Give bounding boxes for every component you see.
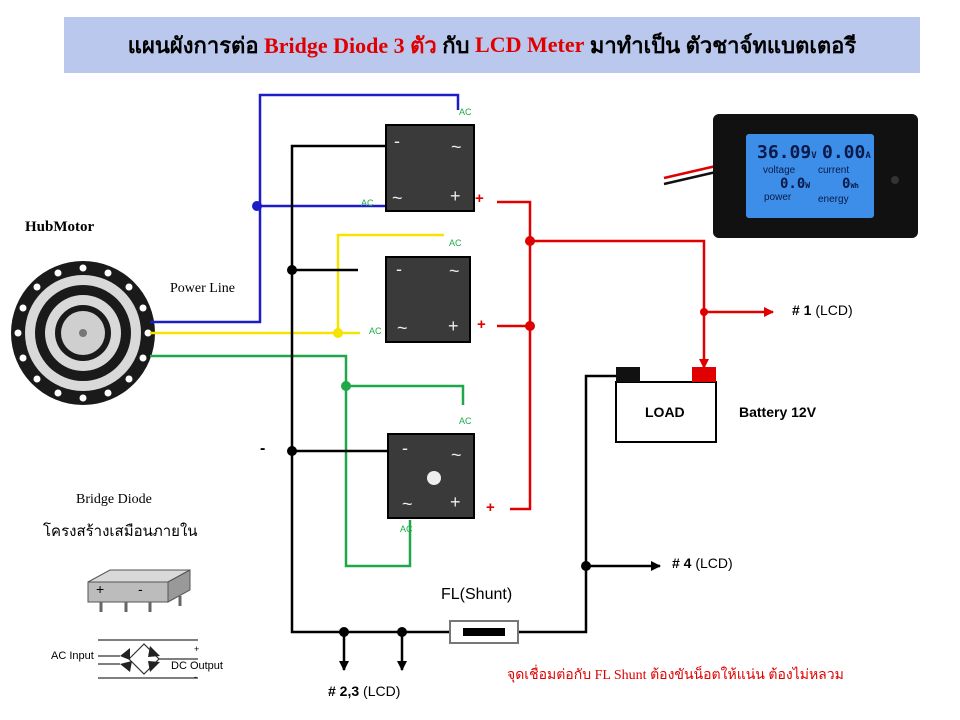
- lcd-current-value: 0.00A: [822, 142, 871, 163]
- diagram-title: แผนผังการต่อ Bridge Diode 3 ตัว กับ LCD …: [64, 17, 920, 73]
- rect3-tilde-a: ~: [451, 445, 462, 465]
- lcd4-number: # 4: [672, 555, 692, 571]
- lcd-current-unit: A: [865, 151, 871, 161]
- ac-label-2a: AC: [449, 238, 462, 248]
- lcd1-number: # 1: [792, 302, 812, 318]
- lcd-meter: [663, 114, 918, 238]
- hubmotor-label: HubMotor: [25, 219, 95, 235]
- lcd-connection-4: # 4 (LCD): [672, 555, 733, 571]
- lcd-energy-label: energy: [818, 194, 849, 205]
- title-part-5: มาทำเป็น ตัวชาจ์ทแบตเตอรี: [584, 32, 857, 58]
- lcd-energy-value: 0Wh: [842, 176, 859, 192]
- motor-bolt-holes: [14, 264, 152, 402]
- battery-label: Battery 12V: [739, 404, 817, 420]
- green-junction: [341, 381, 351, 391]
- bridge-diode-subtitle: โครงสร้างเสมือนภายใน: [43, 524, 198, 540]
- blue-phase-wire: [150, 93, 460, 324]
- rect2-tilde-a: ~: [449, 261, 460, 281]
- negative-junctions: [287, 265, 591, 637]
- lcd-energy-digits: 0: [842, 176, 851, 192]
- package-plus: +: [96, 581, 105, 597]
- shunt-warning-note: จุดเชื่อมต่อกับ FL Shunt ต้องขันน็อตให้แ…: [507, 668, 844, 683]
- lcd-power-digits: 0.0: [780, 176, 806, 192]
- lcd-current-digits: 0.00: [822, 142, 866, 163]
- title-part-2: Bridge Diode 3 ตัว: [264, 32, 437, 58]
- blue-junction: [252, 201, 262, 211]
- lcd-voltage-value: 36.09V: [757, 142, 817, 163]
- bridge-rectifier-2: [385, 256, 471, 343]
- dc-output-label: DC Output: [171, 660, 223, 672]
- battery-load-box: [615, 367, 717, 443]
- power-line-label: Power Line: [170, 281, 235, 296]
- schem-minus: -: [194, 672, 197, 682]
- shunt-resistor: [449, 620, 519, 644]
- rect3-plus: +: [450, 492, 461, 512]
- lcd-power-label: power: [764, 192, 792, 203]
- bridge-diode-package-illustration: [87, 569, 191, 612]
- negative-label: -: [260, 440, 266, 457]
- hub-motor: [11, 261, 155, 405]
- shunt-label: FL(Shunt): [441, 586, 513, 603]
- lcd23-text: (LCD): [359, 683, 401, 699]
- lcd1-text: (LCD): [811, 302, 853, 318]
- negative-bus-wire: [290, 144, 661, 671]
- load-label: LOAD: [645, 404, 685, 420]
- lcd-connection-23: # 2,3 (LCD): [328, 683, 400, 699]
- rect2-plus: +: [448, 316, 459, 336]
- positive-junctions: [525, 236, 708, 331]
- yellow-junction: [333, 328, 343, 338]
- lcd-voltage-digits: 36.09: [757, 142, 812, 163]
- lcd-energy-unit: Wh: [850, 182, 859, 190]
- rect3-tilde-b: ~: [402, 494, 413, 514]
- bridge-rectifier-3: [387, 433, 475, 519]
- title-part-1: แผนผังการต่อ: [127, 32, 265, 58]
- rect3-minus: -: [402, 438, 408, 458]
- ac-label-3a: AC: [459, 416, 472, 426]
- plus-out-1: +: [475, 190, 484, 207]
- title-part-4: LCD Meter: [475, 32, 585, 57]
- rect1-minus: -: [394, 131, 400, 151]
- bridge-diode-internal-schematic: [98, 639, 198, 679]
- rect2-minus: -: [396, 259, 402, 279]
- rect1-tilde-a: ~: [451, 137, 462, 157]
- package-minus: -: [138, 581, 143, 597]
- schem-plus: +: [194, 644, 200, 654]
- plus-out-2: +: [477, 316, 486, 333]
- lcd-voltage-label: voltage: [763, 165, 796, 176]
- ac-label-2b: AC: [369, 326, 382, 336]
- bridge-diode-title: Bridge Diode: [76, 492, 152, 507]
- green-phase-wire: [150, 354, 465, 568]
- bridge-rectifier-1: [385, 124, 475, 212]
- lcd-connection-1: # 1 (LCD): [792, 302, 853, 318]
- rect1-plus: +: [450, 186, 461, 206]
- lcd-power-unit: W: [805, 181, 811, 190]
- lcd-power-value: 0.0W: [780, 176, 810, 192]
- lcd-voltage-unit: V: [811, 151, 817, 161]
- ac-input-label: AC Input: [51, 650, 94, 662]
- ac-label-1a: AC: [459, 107, 472, 117]
- ac-label-1b: AC: [361, 198, 374, 208]
- plus-out-3: +: [486, 499, 495, 516]
- rect2-tilde-b: ~: [397, 318, 408, 338]
- title-part-3: กับ: [436, 32, 476, 58]
- lcd4-text: (LCD): [691, 555, 733, 571]
- lcd-current-label: current: [818, 165, 850, 176]
- positive-wire: [497, 200, 774, 511]
- lcd23-number: # 2,3: [328, 683, 360, 699]
- rect1-tilde-b: ~: [392, 188, 403, 208]
- ac-label-3b: AC: [400, 524, 413, 534]
